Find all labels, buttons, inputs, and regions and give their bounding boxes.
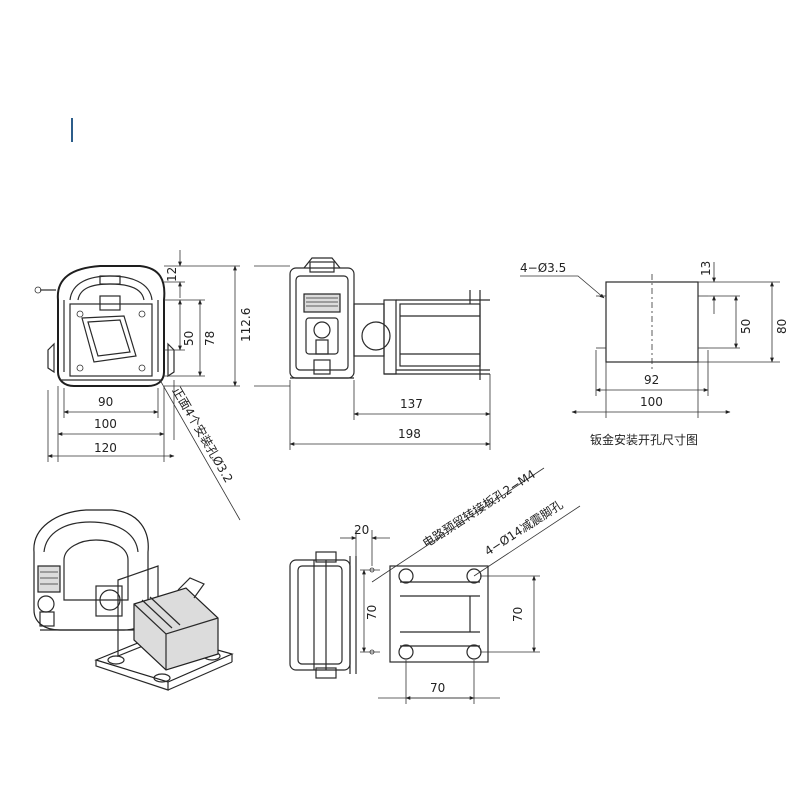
cutout-view xyxy=(520,262,780,418)
cutout-caption: 钣金安装开孔尺寸图 xyxy=(590,432,698,447)
front-dim-112-6: 112.6 xyxy=(239,308,253,342)
iso-view xyxy=(33,509,234,691)
front-dim-120: 120 xyxy=(94,441,117,455)
front-holes-note: 正面4个安装孔Ø3.2 xyxy=(169,384,236,485)
cutout-dim-13: 13 xyxy=(699,261,713,276)
front-dim-100: 100 xyxy=(94,417,117,431)
bottom-dim-20: 20 xyxy=(354,523,369,537)
cutout-dim-92: 92 xyxy=(644,373,659,387)
bottom-view xyxy=(289,467,581,704)
bottom-dim-70-bottom: 70 xyxy=(430,681,445,695)
side-dim-137: 137 xyxy=(400,397,423,411)
cutout-dim-50: 50 xyxy=(739,319,753,334)
bottom-dim-70-right: 70 xyxy=(511,607,525,622)
side-dim-198: 198 xyxy=(398,427,421,441)
side-view xyxy=(254,257,491,450)
cutout-dim-100: 100 xyxy=(640,395,663,409)
front-dim-12: 12 xyxy=(165,267,179,282)
front-view xyxy=(34,250,241,521)
front-dim-50: 50 xyxy=(182,331,196,346)
bottom-dim-70-left: 70 xyxy=(365,605,379,620)
front-dim-90: 90 xyxy=(98,395,113,409)
front-dim-78: 78 xyxy=(203,331,217,346)
cutout-dim-80: 80 xyxy=(775,319,789,334)
cutout-holes-note: 4−Ø3.5 xyxy=(520,261,566,275)
